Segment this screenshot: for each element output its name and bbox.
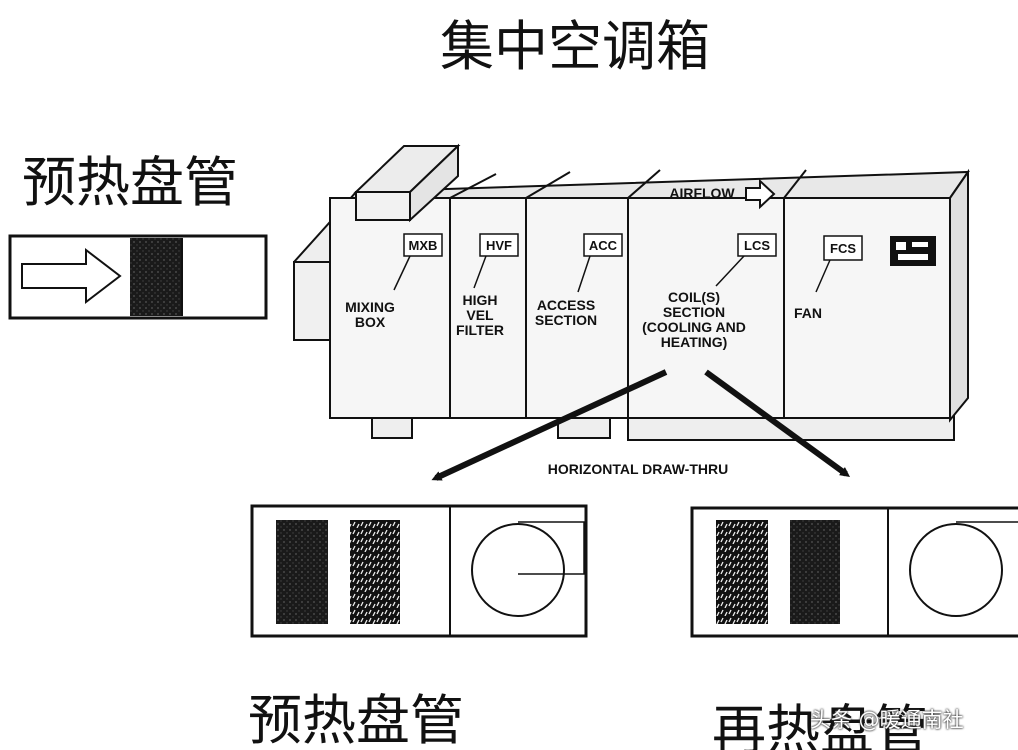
flow-arrow-icon: [21, 247, 122, 305]
section-tag-hvf: HVF: [486, 238, 512, 253]
air-handling-unit: [293, 143, 970, 441]
section-label-lcs: COIL(S): [668, 289, 720, 305]
filter-block: [350, 520, 400, 624]
section-label-hvf: HIGH: [463, 292, 498, 308]
airflow-arrow-icon: [745, 178, 776, 210]
reheat-coil-label-bottom: 再热盘管: [712, 699, 928, 750]
section-label-acc: SECTION: [535, 312, 597, 328]
section-label-mxb: MIXING: [345, 299, 395, 315]
manufacturer-logo-icon: [890, 236, 936, 266]
section-label-lcs: HEATING): [661, 334, 728, 350]
pointer-arrow-left: [431, 369, 668, 481]
diagram-title: 集中空调箱: [440, 15, 710, 78]
section-label-hvf: VEL: [466, 307, 494, 323]
reheat-unit-schematic: [690, 506, 1018, 638]
section-label-lcs: SECTION: [663, 304, 725, 320]
preheat-coil-label-bottom: 预热盘管: [248, 689, 464, 750]
section-tag-mxb: MXB: [409, 238, 438, 253]
fan-icon: [909, 523, 1003, 617]
fan-icon: [471, 523, 565, 617]
section-label-mxb: BOX: [355, 314, 386, 330]
section-label-hvf: FILTER: [456, 322, 504, 338]
preheat-unit-schematic: [250, 504, 588, 638]
section-tag-lcs: LCS: [744, 238, 770, 253]
unit-text-labels: MXBMIXINGBOXHVFHIGHVELFILTERACCACCESSSEC…: [345, 185, 856, 477]
section-label-acc: ACCESS: [537, 297, 595, 313]
section-tag-acc: ACC: [589, 238, 618, 253]
airflow-label: AIRFLOW: [669, 185, 735, 201]
preheat-coil-block: [276, 520, 328, 624]
filter-block: [716, 520, 768, 624]
preheat-coil-schematic: [8, 234, 268, 320]
reheat-coil-block: [790, 520, 840, 624]
section-label-fcs: FAN: [794, 305, 822, 321]
preheat-coil-label-left: 预热盘管: [22, 151, 238, 214]
coil-block: [130, 238, 182, 316]
watermark: 头条 @暖通南社: [810, 708, 964, 732]
section-label-lcs: (COOLING AND: [642, 319, 746, 335]
orientation-label: HORIZONTAL DRAW-THRU: [548, 461, 728, 477]
section-tags: [393, 233, 863, 293]
pointer-arrow-right: [704, 369, 851, 477]
section-tag-fcs: FCS: [830, 241, 856, 256]
